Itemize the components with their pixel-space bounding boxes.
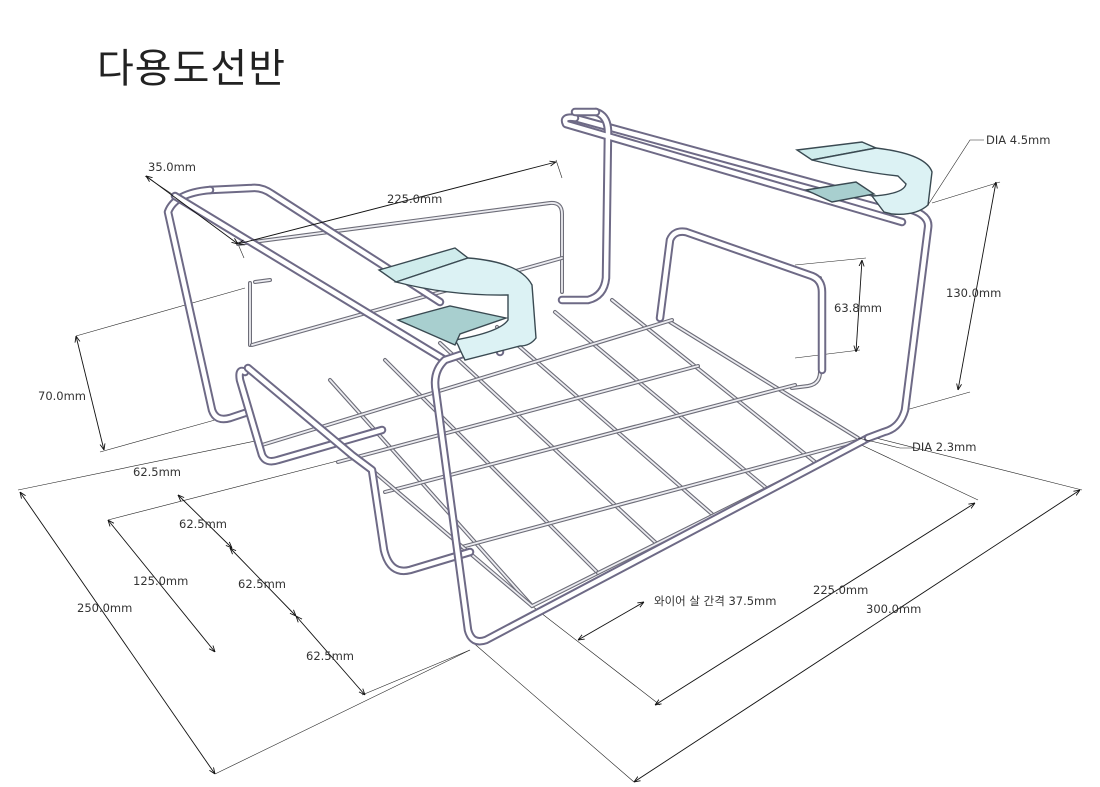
dimension-labels: 35.0mm 225.0mm DIA 4.5mm 130.0mm 63.8mm … (38, 133, 1050, 663)
dim-label-inner-length: 225.0mm (813, 583, 868, 597)
left-clip (377, 247, 537, 361)
dim-label-spacing-b: 62.5mm (179, 517, 227, 531)
dim-label-total-length: 300.0mm (866, 602, 921, 616)
dim-label-left-height: 70.0mm (38, 389, 86, 403)
dim-label-spacing-a: 62.5mm (133, 465, 181, 479)
right-clip (795, 141, 933, 215)
dim-label-half-width: 125.0mm (133, 574, 188, 588)
dim-label-dia-thick: DIA 4.5mm (986, 133, 1050, 147)
dim-label-top-span: 225.0mm (387, 192, 442, 206)
dim-label-spacing-c: 62.5mm (238, 577, 286, 591)
extension-lines (17, 159, 1083, 783)
dim-label-dia-thin: DIA 2.3mm (912, 440, 976, 454)
diagram-title: 다용도선반 (97, 46, 286, 92)
dim-label-clip-offset: 35.0mm (148, 160, 196, 174)
dimension-lines (20, 139, 1080, 782)
dim-label-spacing-d: 62.5mm (306, 649, 354, 663)
dim-label-inner-height: 63.8mm (834, 301, 882, 315)
dim-label-right-height: 130.0mm (946, 286, 1001, 300)
dim-label-wire-pitch: 와이어 살 간격 37.5mm (654, 594, 776, 608)
dim-label-total-width: 250.0mm (77, 601, 132, 615)
